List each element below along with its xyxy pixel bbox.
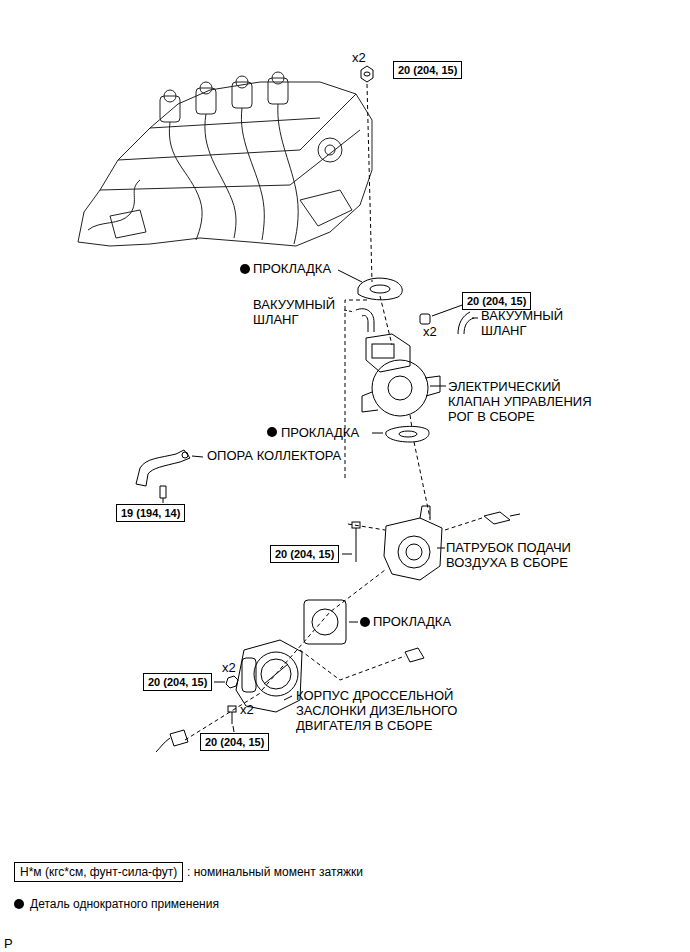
- single-use-mark: [14, 264, 370, 909]
- part-label: x2: [240, 702, 254, 717]
- hose-connector: [156, 730, 188, 752]
- part-label: ПАТРУБОК ПОДАЧИ ВОЗДУХА В СБОРЕ: [446, 540, 596, 570]
- vacuum-hose: [344, 309, 374, 332]
- torque-value: 20 (204, 15): [398, 64, 457, 76]
- gasket-symbol: [304, 600, 358, 644]
- part-label: ЭЛЕКТРИЧЕСКИЙ КЛАПАН УПРАВЛЕНИЯ РОГ В СБ…: [448, 379, 613, 424]
- part-label: ПРОКЛАДКА: [281, 425, 359, 440]
- torque-box: 20 (204, 15): [393, 61, 462, 79]
- legend-text: Деталь однократного применения: [30, 896, 219, 912]
- leader-lines: [284, 270, 445, 700]
- bolt-symbol: [342, 522, 360, 562]
- fastener-symbol: [214, 676, 238, 732]
- assembly-axis: [185, 84, 482, 740]
- vacuum-hose: [458, 312, 478, 334]
- torque-box: 20 (204, 15): [200, 733, 269, 751]
- torque-value: Н*м (кгс*см, фунт-сила-фут): [20, 865, 177, 879]
- legend-sample-box: Н*м (кгс*см, фунт-сила-фут): [14, 862, 183, 882]
- torque-box: 20 (204, 15): [270, 545, 339, 563]
- torque-value: 20 (204, 15): [148, 676, 207, 688]
- part-label: КОРПУС ДРОССЕЛЬНОЙ ЗАСЛОНКИ ДИЗЕЛЬНОГО Д…: [296, 688, 466, 733]
- part-label: ОПОРА КОЛЛЕКТОРА: [207, 448, 341, 463]
- part-label: ВАКУУМНЫЙ ШЛАНГ: [481, 308, 576, 338]
- torque-value: 19 (194, 14): [121, 507, 180, 519]
- part-label: P: [4, 936, 13, 951]
- part-label: ПРОКЛАДКА: [253, 261, 331, 276]
- engine-illustration: [78, 72, 372, 246]
- part-label: x2: [222, 660, 236, 675]
- part-label: x2: [423, 324, 437, 339]
- torque-box: 20 (204, 15): [143, 673, 212, 691]
- gasket-symbol: [372, 426, 429, 442]
- part-label: ПРОКЛАДКА: [373, 614, 451, 629]
- gasket-symbol: [358, 278, 402, 300]
- valve-illustration: [362, 334, 446, 416]
- manifold-stay: [136, 450, 203, 503]
- part-label: ВАКУУМНЫЙ ШЛАНГ: [253, 297, 348, 327]
- bolt-symbol: [420, 304, 465, 324]
- torque-value: 20 (204, 15): [205, 736, 264, 748]
- torque-value: 20 (204, 15): [275, 548, 334, 560]
- torque-box: 20 (204, 15): [462, 292, 531, 310]
- nut-symbol: [361, 66, 373, 82]
- torque-value: 20 (204, 15): [467, 295, 526, 307]
- torque-box: 19 (194, 14): [116, 504, 185, 522]
- legend-text: : номинальный момент затяжки: [187, 864, 363, 880]
- part-label: x2: [352, 50, 366, 65]
